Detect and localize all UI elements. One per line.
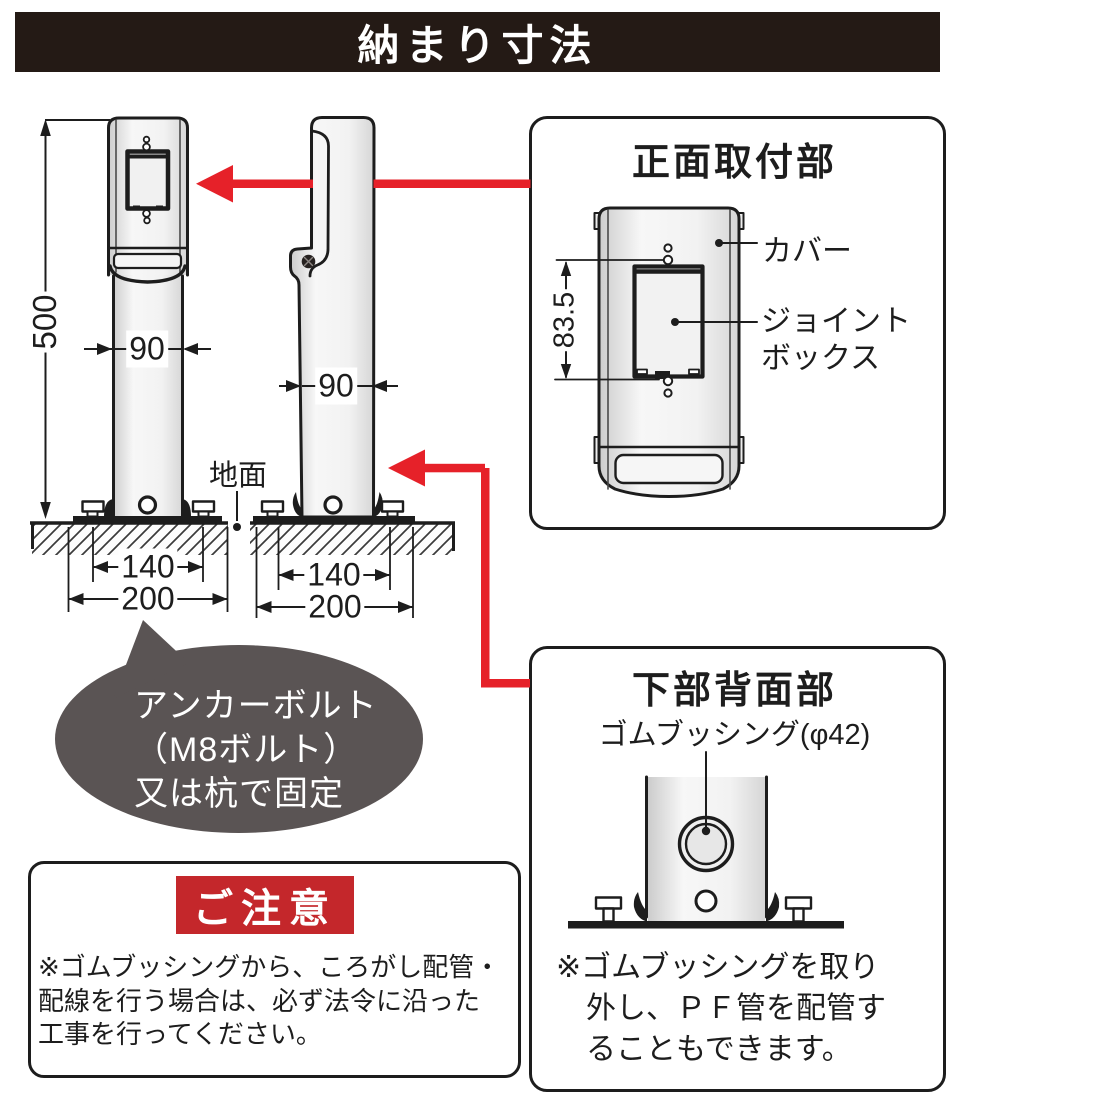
caution-line-2: 配線を行う場合は、必ず法令に沿った	[38, 985, 481, 1016]
dim-width-90-front: 90	[126, 330, 168, 368]
red-arrow-bottom-rear	[388, 449, 530, 688]
callout-line-1: アンカーボルト	[134, 687, 378, 725]
title-banner: 納まり寸法	[15, 12, 940, 72]
cover-label: カバー	[762, 235, 852, 268]
ground-section	[30, 491, 455, 555]
caution-title: ご注意	[193, 887, 337, 931]
ground-label: 地面	[208, 460, 268, 492]
red-arrow-front-mount	[196, 165, 531, 203]
side-view-pole	[253, 116, 415, 523]
page-title: 納まり寸法	[357, 21, 598, 69]
joint-box-label: ジョイント ボックス	[761, 305, 911, 375]
note-line-3: ることもできます。	[586, 1033, 852, 1066]
dim-height-500: 500	[26, 291, 64, 353]
front-view-pole	[73, 116, 222, 523]
callout-line-3: 又は杭で固定	[134, 775, 344, 813]
anchor-bolt-callout-text: アンカーボルト （M8ボルト） 又は杭で固定	[134, 684, 378, 816]
callout-line-2: （M8ボルト）	[134, 731, 359, 769]
bottom-rear-box-title: 下部背面部	[631, 670, 837, 712]
dim-opening-83-5: 83.5	[548, 288, 582, 352]
note-line-1: ※ゴムブッシングを取り	[556, 951, 880, 984]
bushing-label: ゴムブッシング(φ42)	[598, 719, 871, 751]
caution-body: ※ゴムブッシングから、ころがし配管・ 配線を行う場合は、必ず法令に沿った 工事を…	[38, 951, 508, 1052]
dim-base-200-front: 200	[118, 580, 178, 618]
bottom-rear-note: ※ゴムブッシングを取り 外し、ＰＦ管を配管す ることもできます。	[556, 947, 886, 1070]
dim-width-90-side: 90	[315, 367, 357, 405]
caution-line-1: ※ゴムブッシングから、ころがし配管・	[38, 952, 501, 982]
note-line-2: 外し、ＰＦ管を配管す	[586, 992, 886, 1025]
caution-header: ご注意	[176, 876, 354, 934]
caution-line-3: 工事を行ってください。	[38, 1019, 322, 1049]
dim-base-200-side: 200	[305, 588, 365, 626]
front-mount-box-title: 正面取付部	[631, 142, 837, 184]
